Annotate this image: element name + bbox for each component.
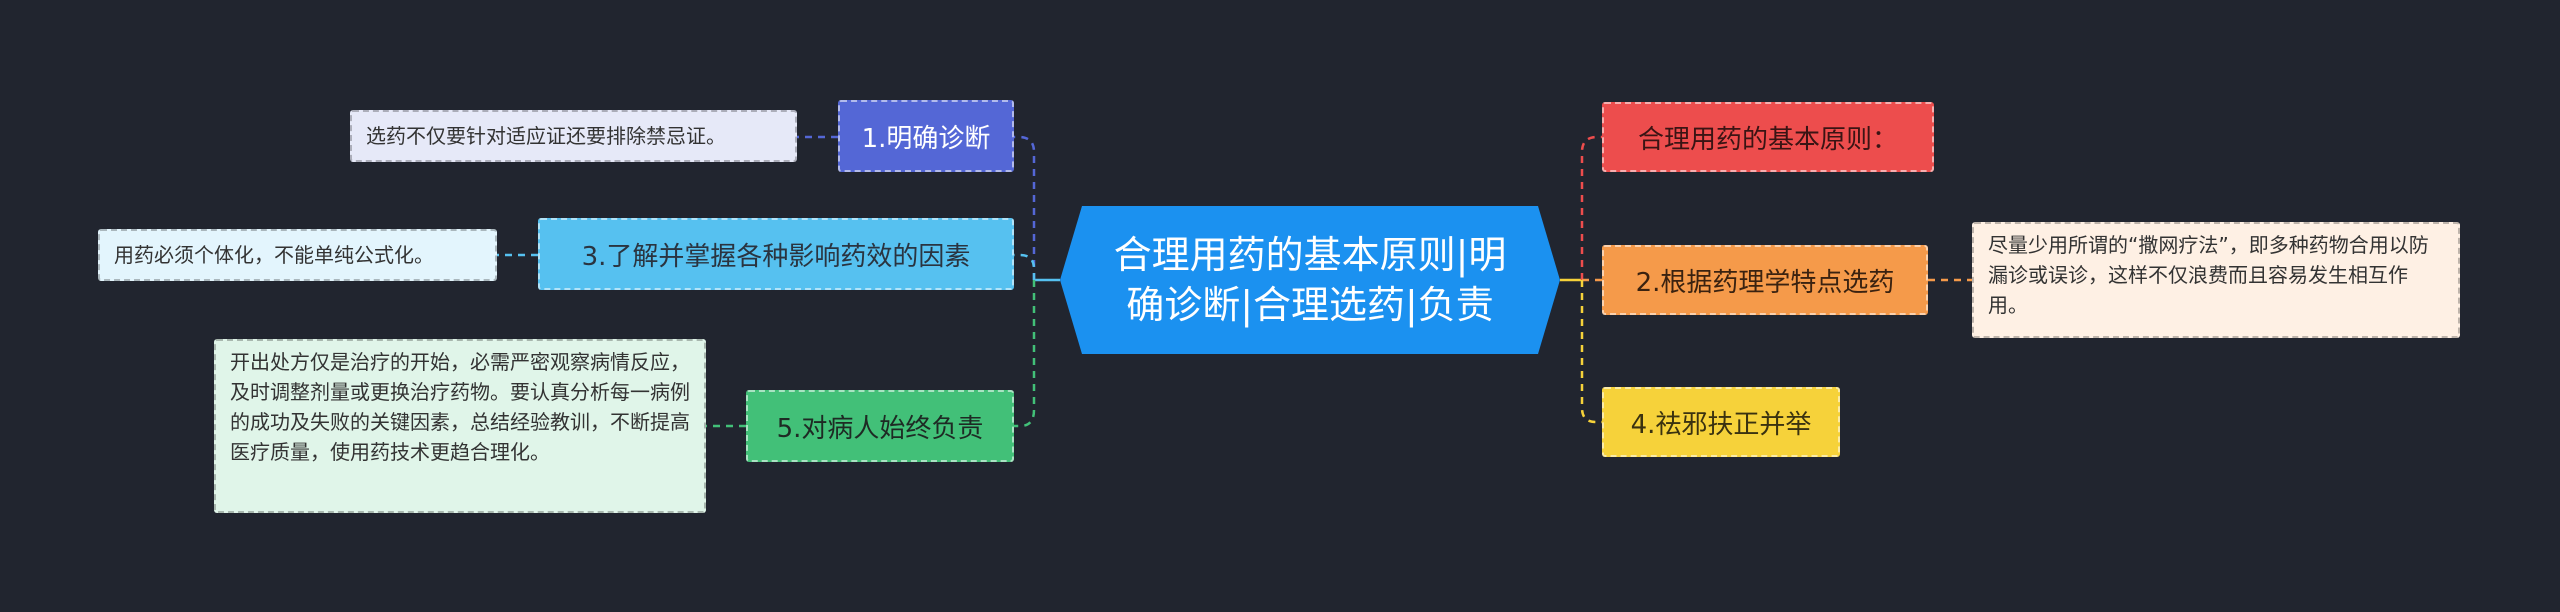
branch-3-node[interactable]: 3.了解并掌握各种影响药效的因素 [538, 218, 1014, 290]
branch-4-node[interactable]: 4.祛邪扶正并举 [1602, 387, 1840, 457]
branch-2-detail[interactable]: 尽量少用所谓的“撒网疗法”，即多种药物合用以防漏诊或误诊，这样不仅浪费而且容易发… [1972, 222, 2460, 338]
principles-node[interactable]: 合理用药的基本原则： [1602, 102, 1934, 172]
branch-1-detail[interactable]: 选药不仅要针对适应证还要排除禁忌证。 [350, 110, 797, 162]
branch-5-node[interactable]: 5.对病人始终负责 [746, 390, 1014, 462]
center-topic[interactable]: 合理用药的基本原则|明确诊断|合理选药|负责 [1060, 206, 1560, 354]
connector-branch-1 [1014, 135, 1036, 280]
branch-3-label: 3.了解并掌握各种影响药效的因素 [581, 241, 971, 272]
branch-2-node[interactable]: 2.根据药理学特点选药 [1602, 245, 1928, 315]
branch-5-label: 5.对病人始终负责 [776, 413, 984, 444]
branch-3-detail-text: 用药必须个体化，不能单纯公式化。 [114, 243, 434, 267]
principles-label: 合理用药的基本原则： [1637, 124, 1898, 155]
branch-3-detail[interactable]: 用药必须个体化，不能单纯公式化。 [98, 229, 497, 281]
branch-1-label: 1.明确诊断 [861, 123, 991, 154]
connector-branch-5 [1014, 280, 1036, 428]
branch-5-detail[interactable]: 开出处方仅是治疗的开始，必需严密观察病情反应，及时调整剂量或更换治疗药物。要认真… [214, 339, 706, 513]
branch-1-detail-text: 选药不仅要针对适应证还要排除禁忌证。 [366, 124, 726, 148]
branch-1-node[interactable]: 1.明确诊断 [838, 100, 1014, 172]
center-topic-text: 合理用药的基本原则|明确诊断|合理选药|负责 [1113, 233, 1507, 327]
connector-branch-3 [1014, 253, 1036, 280]
branch-2-detail-text: 尽量少用所谓的“撒网疗法”，即多种药物合用以防漏诊或误诊，这样不仅浪费而且容易发… [1988, 233, 2429, 317]
connector-right-principles [1580, 135, 1602, 280]
connector-right-4 [1580, 280, 1602, 424]
branch-4-label: 4.祛邪扶正并举 [1630, 409, 1812, 440]
branch-2-label: 2.根据药理学特点选药 [1635, 267, 1895, 298]
branch-5-detail-text: 开出处方仅是治疗的开始，必需严密观察病情反应，及时调整剂量或更换治疗药物。要认真… [230, 350, 690, 464]
